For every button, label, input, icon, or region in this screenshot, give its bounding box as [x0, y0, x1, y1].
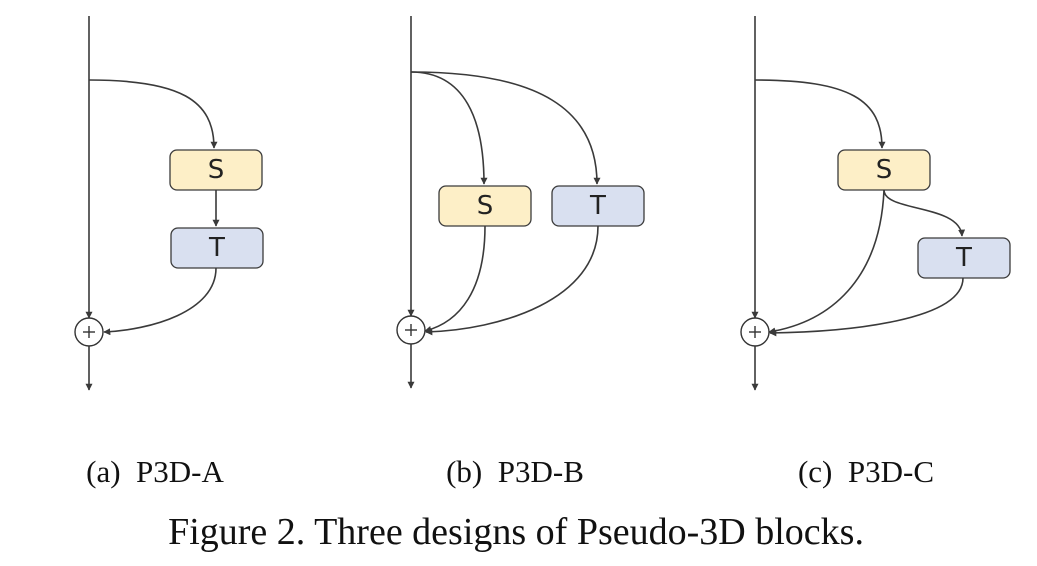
b-edge-s-to-sum — [424, 225, 486, 333]
c-edge-t-to-sum — [769, 277, 964, 337]
c-sum-node-plus-icon — [740, 317, 770, 347]
b-edge-input-to-t — [410, 71, 601, 185]
subcaption-c: (c) P3D-C — [798, 454, 934, 489]
b-spatial-label: S — [477, 191, 494, 221]
c-temporal-label: T — [955, 243, 972, 273]
c-edge-s-to-t — [883, 189, 966, 237]
a-edge-t-to-sum — [103, 267, 217, 336]
block-p3d-c: S T — [740, 16, 1011, 391]
c-edge-s-to-sum — [768, 189, 885, 335]
figure-caption: Figure 2. Three designs of Pseudo-3D blo… — [168, 511, 864, 553]
a-edge-input-to-s — [88, 79, 218, 149]
block-p3d-b: S T — [396, 16, 645, 389]
a-spatial-label: S — [208, 155, 225, 185]
b-edge-input-to-s — [410, 71, 488, 185]
c-spatial-node: S — [837, 149, 931, 191]
a-spatial-node: S — [169, 149, 263, 191]
b-spatial-node: S — [438, 185, 532, 227]
subcaption-a: (a) P3D-A — [86, 454, 224, 489]
block-p3d-a: S T — [74, 16, 264, 391]
b-sum-node-plus-icon — [396, 315, 426, 345]
c-spatial-label: S — [876, 155, 893, 185]
b-temporal-node: T — [551, 185, 645, 227]
b-temporal-label: T — [589, 191, 606, 221]
b-edge-t-to-sum — [425, 225, 599, 336]
c-edge-input-to-s — [754, 79, 886, 149]
subcaption-b: (b) P3D-B — [446, 454, 584, 489]
a-temporal-label: T — [208, 233, 225, 263]
a-temporal-node: T — [170, 227, 264, 269]
a-sum-node-plus-icon — [74, 317, 104, 347]
c-temporal-node: T — [917, 237, 1011, 279]
